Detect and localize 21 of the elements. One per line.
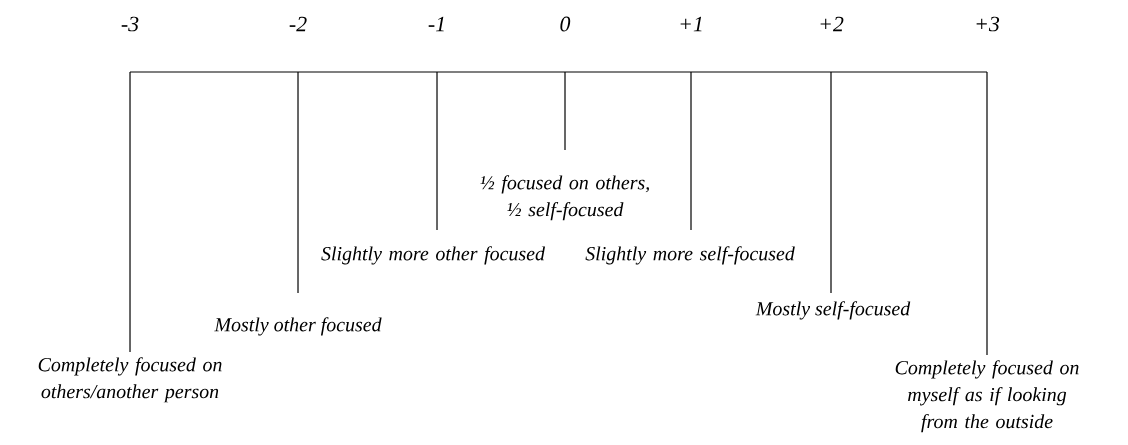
leader-line [690,71,692,231]
leader-line [436,71,438,231]
tick-label: 0 [560,16,571,32]
leader-line [830,71,832,294]
tick-label: -3 [121,16,139,32]
scale-description: ½ focused on others, ½ self-focused [480,175,649,221]
scale-description: Completely focused on others/another person [38,357,222,403]
scale-description: Slightly more other focused [321,246,546,265]
scale-description: Mostly other focused [214,317,382,336]
tick-label: +3 [976,16,1000,32]
scale-description: Completely focused on myself as if looking from the outside [895,360,1079,433]
leader-line [297,71,299,294]
tick-label: +1 [680,16,702,32]
leader-line [986,71,988,356]
tick-label: -2 [289,16,307,32]
tick-label: -1 [428,16,444,32]
scale-description: Slightly more self-focused [585,246,795,265]
scale-description: Mostly self-focused [755,301,911,320]
tick-label: +2 [820,16,844,32]
leader-line [564,71,566,151]
leader-line [129,71,131,353]
